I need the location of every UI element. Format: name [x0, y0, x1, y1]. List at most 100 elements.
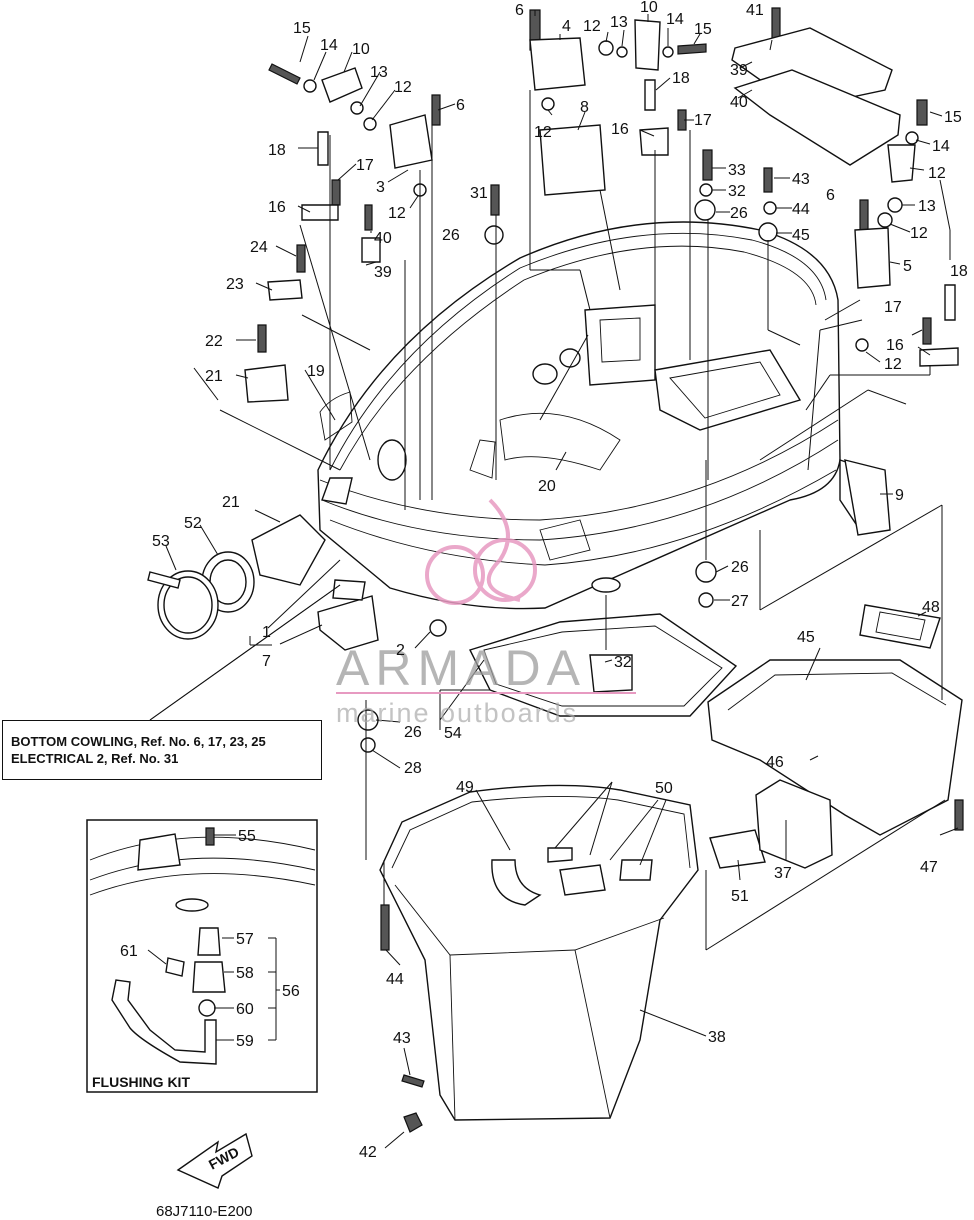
bottom-cowling-drawing [317, 221, 883, 610]
seal-54 [469, 613, 738, 717]
watermark-brand: ARMADA [336, 640, 586, 696]
callout: 43 [393, 1030, 411, 1047]
callout: 6 [515, 2, 524, 19]
callout: 24 [250, 239, 268, 256]
callout: 7 [262, 653, 271, 670]
callout: 6 [456, 97, 465, 114]
callout: 50 [655, 780, 673, 797]
callout: 53 [152, 533, 170, 550]
callout: 22 [205, 333, 223, 350]
note-line: BOTTOM COWLING, Ref. No. 6, 17, 23, 25 [11, 734, 266, 749]
callout: 42 [359, 1144, 377, 1161]
callout: 18 [950, 263, 968, 280]
callout: 15 [944, 109, 962, 126]
drawing-code: 68J7110-E200 [156, 1203, 253, 1220]
callout: 59 [236, 1033, 254, 1050]
callout: 46 [766, 754, 784, 771]
callout: 1 [262, 624, 271, 641]
watermark-logo-icon [425, 498, 537, 605]
callout: 56 [282, 983, 300, 1000]
connector-hoses [147, 514, 326, 640]
watermark: ARMADA marine outboards [336, 498, 636, 728]
callout: 14 [320, 37, 338, 54]
callout: 58 [236, 965, 254, 982]
callout: 43 [792, 171, 810, 188]
callout: 52 [184, 515, 202, 532]
callout: 23 [226, 276, 244, 293]
callout: 10 [640, 0, 658, 16]
callout: 49 [456, 779, 474, 796]
callout: 39 [730, 62, 748, 79]
callout: 32 [614, 654, 632, 671]
callout: 16 [611, 121, 629, 138]
callout: 55 [238, 828, 256, 845]
callout: 45 [797, 629, 815, 646]
note-line: ELECTRICAL 2, Ref. No. 31 [11, 751, 179, 766]
reference-note-box: BOTTOM COWLING, Ref. No. 6, 17, 23, 25 E… [2, 720, 322, 780]
callout: 2 [396, 642, 405, 659]
callout: 38 [708, 1029, 726, 1046]
callout: 12 [910, 225, 928, 242]
callout: 40 [374, 230, 392, 247]
callout: 18 [672, 70, 690, 87]
callout: 8 [580, 99, 589, 116]
callout: 12 [884, 356, 902, 373]
callout: 3 [376, 179, 385, 196]
callout: 17 [356, 157, 374, 174]
small-parts [244, 7, 964, 1133]
lower-case-38 [379, 784, 766, 1121]
callout: 15 [694, 21, 712, 38]
callout: 44 [792, 201, 810, 218]
callout: 31 [470, 185, 488, 202]
plate-45 [707, 604, 963, 869]
flushing-kit-title: FLUSHING KIT [92, 1074, 190, 1090]
callout: 10 [352, 41, 370, 58]
callout: 27 [731, 593, 749, 610]
callout: 51 [731, 888, 749, 905]
callout: 16 [886, 337, 904, 354]
forward-arrow-icon: FWD [176, 1132, 253, 1189]
callout: 57 [236, 931, 254, 948]
callout: 17 [694, 112, 712, 129]
callout: 40 [730, 94, 748, 111]
callout: 47 [920, 859, 938, 876]
callout: 26 [731, 559, 749, 576]
callout: 39 [374, 264, 392, 281]
callout: 21 [205, 368, 223, 385]
callout: 26 [442, 227, 460, 244]
callout: 26 [404, 724, 422, 741]
callout: 14 [932, 138, 950, 155]
callout: 4 [562, 18, 571, 35]
callout: 21 [222, 494, 240, 511]
callout: 28 [404, 760, 422, 777]
callout: 32 [728, 183, 746, 200]
callout: 48 [922, 599, 940, 616]
callout: 60 [236, 1001, 254, 1018]
callout: 41 [746, 2, 764, 19]
callout: 44 [386, 971, 404, 988]
callout: 5 [903, 258, 912, 275]
callout: 16 [268, 199, 286, 216]
callout: 19 [307, 363, 325, 380]
callout: 12 [534, 124, 552, 141]
flushing-kit-box [86, 819, 318, 1093]
callout: 61 [120, 943, 138, 960]
bracket-7 [317, 579, 379, 651]
callout: 45 [792, 227, 810, 244]
callout: 12 [583, 18, 601, 35]
callout: 37 [774, 865, 792, 882]
callout: 54 [444, 725, 462, 742]
callout: 12 [928, 165, 946, 182]
callout: 12 [388, 205, 406, 222]
callout: 15 [293, 20, 311, 37]
leader-lines [147, 10, 959, 1149]
callout: 17 [884, 299, 902, 316]
callout: 12 [394, 79, 412, 96]
watermark-tagline: marine outboards [336, 698, 578, 728]
callout: 13 [610, 14, 628, 31]
callout: 20 [538, 478, 556, 495]
plate-34-35 [731, 27, 901, 166]
callout: 13 [918, 198, 936, 215]
callout: 6 [826, 187, 835, 204]
callout: 9 [895, 487, 904, 504]
